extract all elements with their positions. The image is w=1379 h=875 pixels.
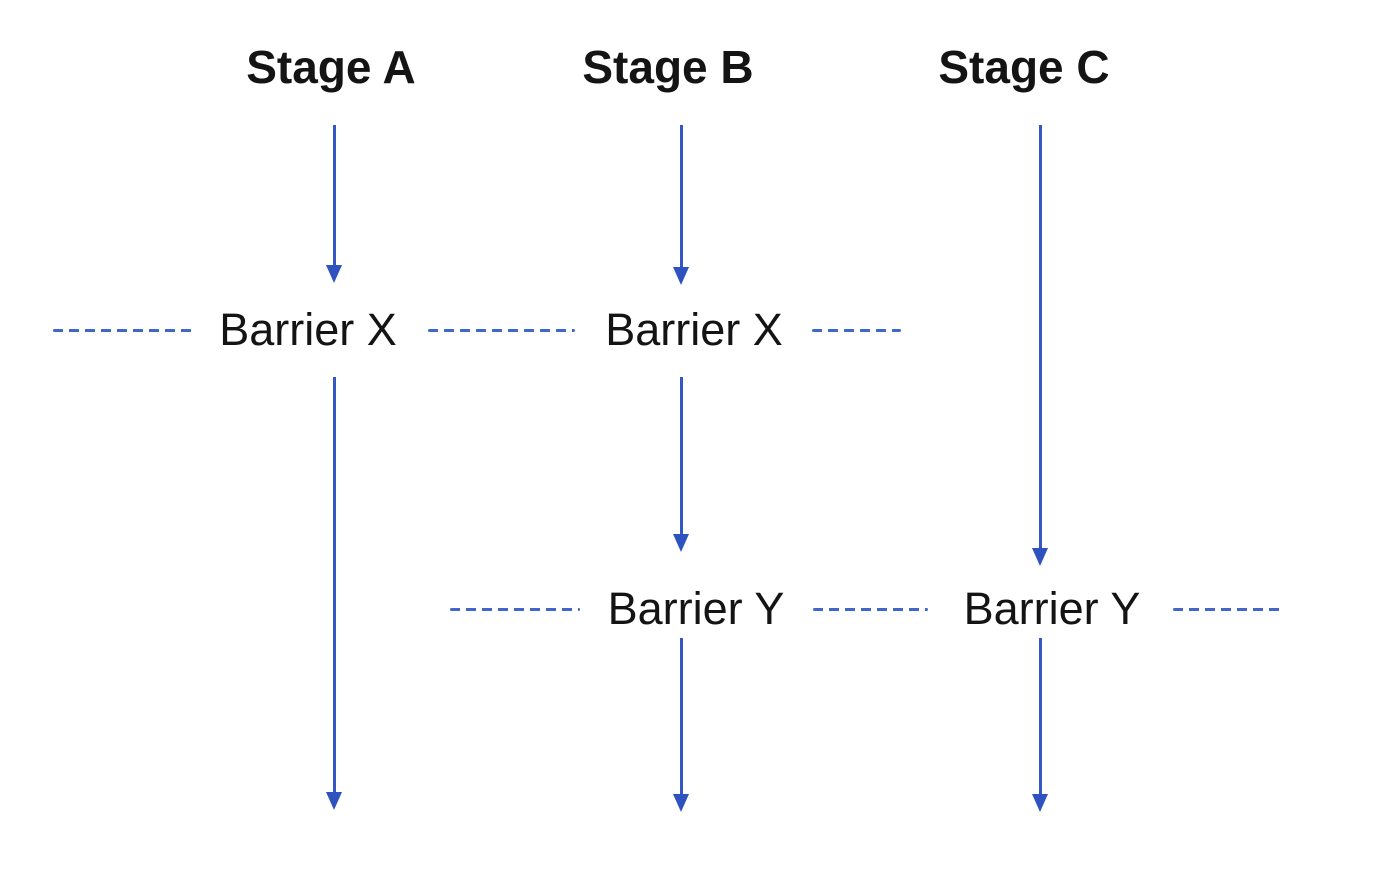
stage-c-arrowhead-icon-2: [1032, 794, 1048, 812]
barrier-y-label-1: Barrier Y: [603, 583, 789, 635]
stage-b-arrow-line-1: [679, 125, 683, 267]
barrier-y-label-2: Barrier Y: [959, 583, 1145, 635]
stage-b-arrowhead-icon-3: [673, 794, 689, 812]
barrier-x-label-1: Barrier X: [215, 304, 401, 356]
stage-a-arrowhead-icon-2: [326, 792, 342, 810]
barrier-y-dash-middle: [813, 607, 928, 611]
stage-c-label: Stage C: [938, 41, 1110, 93]
stage-c-arrow-line-2: [1038, 638, 1042, 794]
barrier-y-dash-right: [1173, 607, 1285, 611]
stage-b-arrowhead-icon-1: [673, 267, 689, 285]
stage-a-arrowhead-icon-1: [326, 265, 342, 283]
stage-b-arrow-line-2: [679, 377, 683, 534]
stage-a-label: Stage A: [246, 41, 416, 93]
stage-b-label: Stage B: [582, 41, 754, 93]
barrier-y-dash-left: [450, 607, 580, 611]
stage-c-arrowhead-icon-1: [1032, 548, 1048, 566]
stage-a-arrow-line-1: [332, 125, 336, 265]
barrier-x-label-2: Barrier X: [601, 304, 787, 356]
stage-c-arrow-line-1: [1038, 125, 1042, 548]
barrier-x-dash-right: [812, 328, 901, 332]
barrier-x-dash-middle: [428, 328, 575, 332]
barrier-x-dash-left: [53, 328, 192, 332]
stage-b-arrow-line-3: [679, 638, 683, 794]
stage-a-arrow-line-2: [332, 377, 336, 792]
stage-b-arrowhead-icon-2: [673, 534, 689, 552]
